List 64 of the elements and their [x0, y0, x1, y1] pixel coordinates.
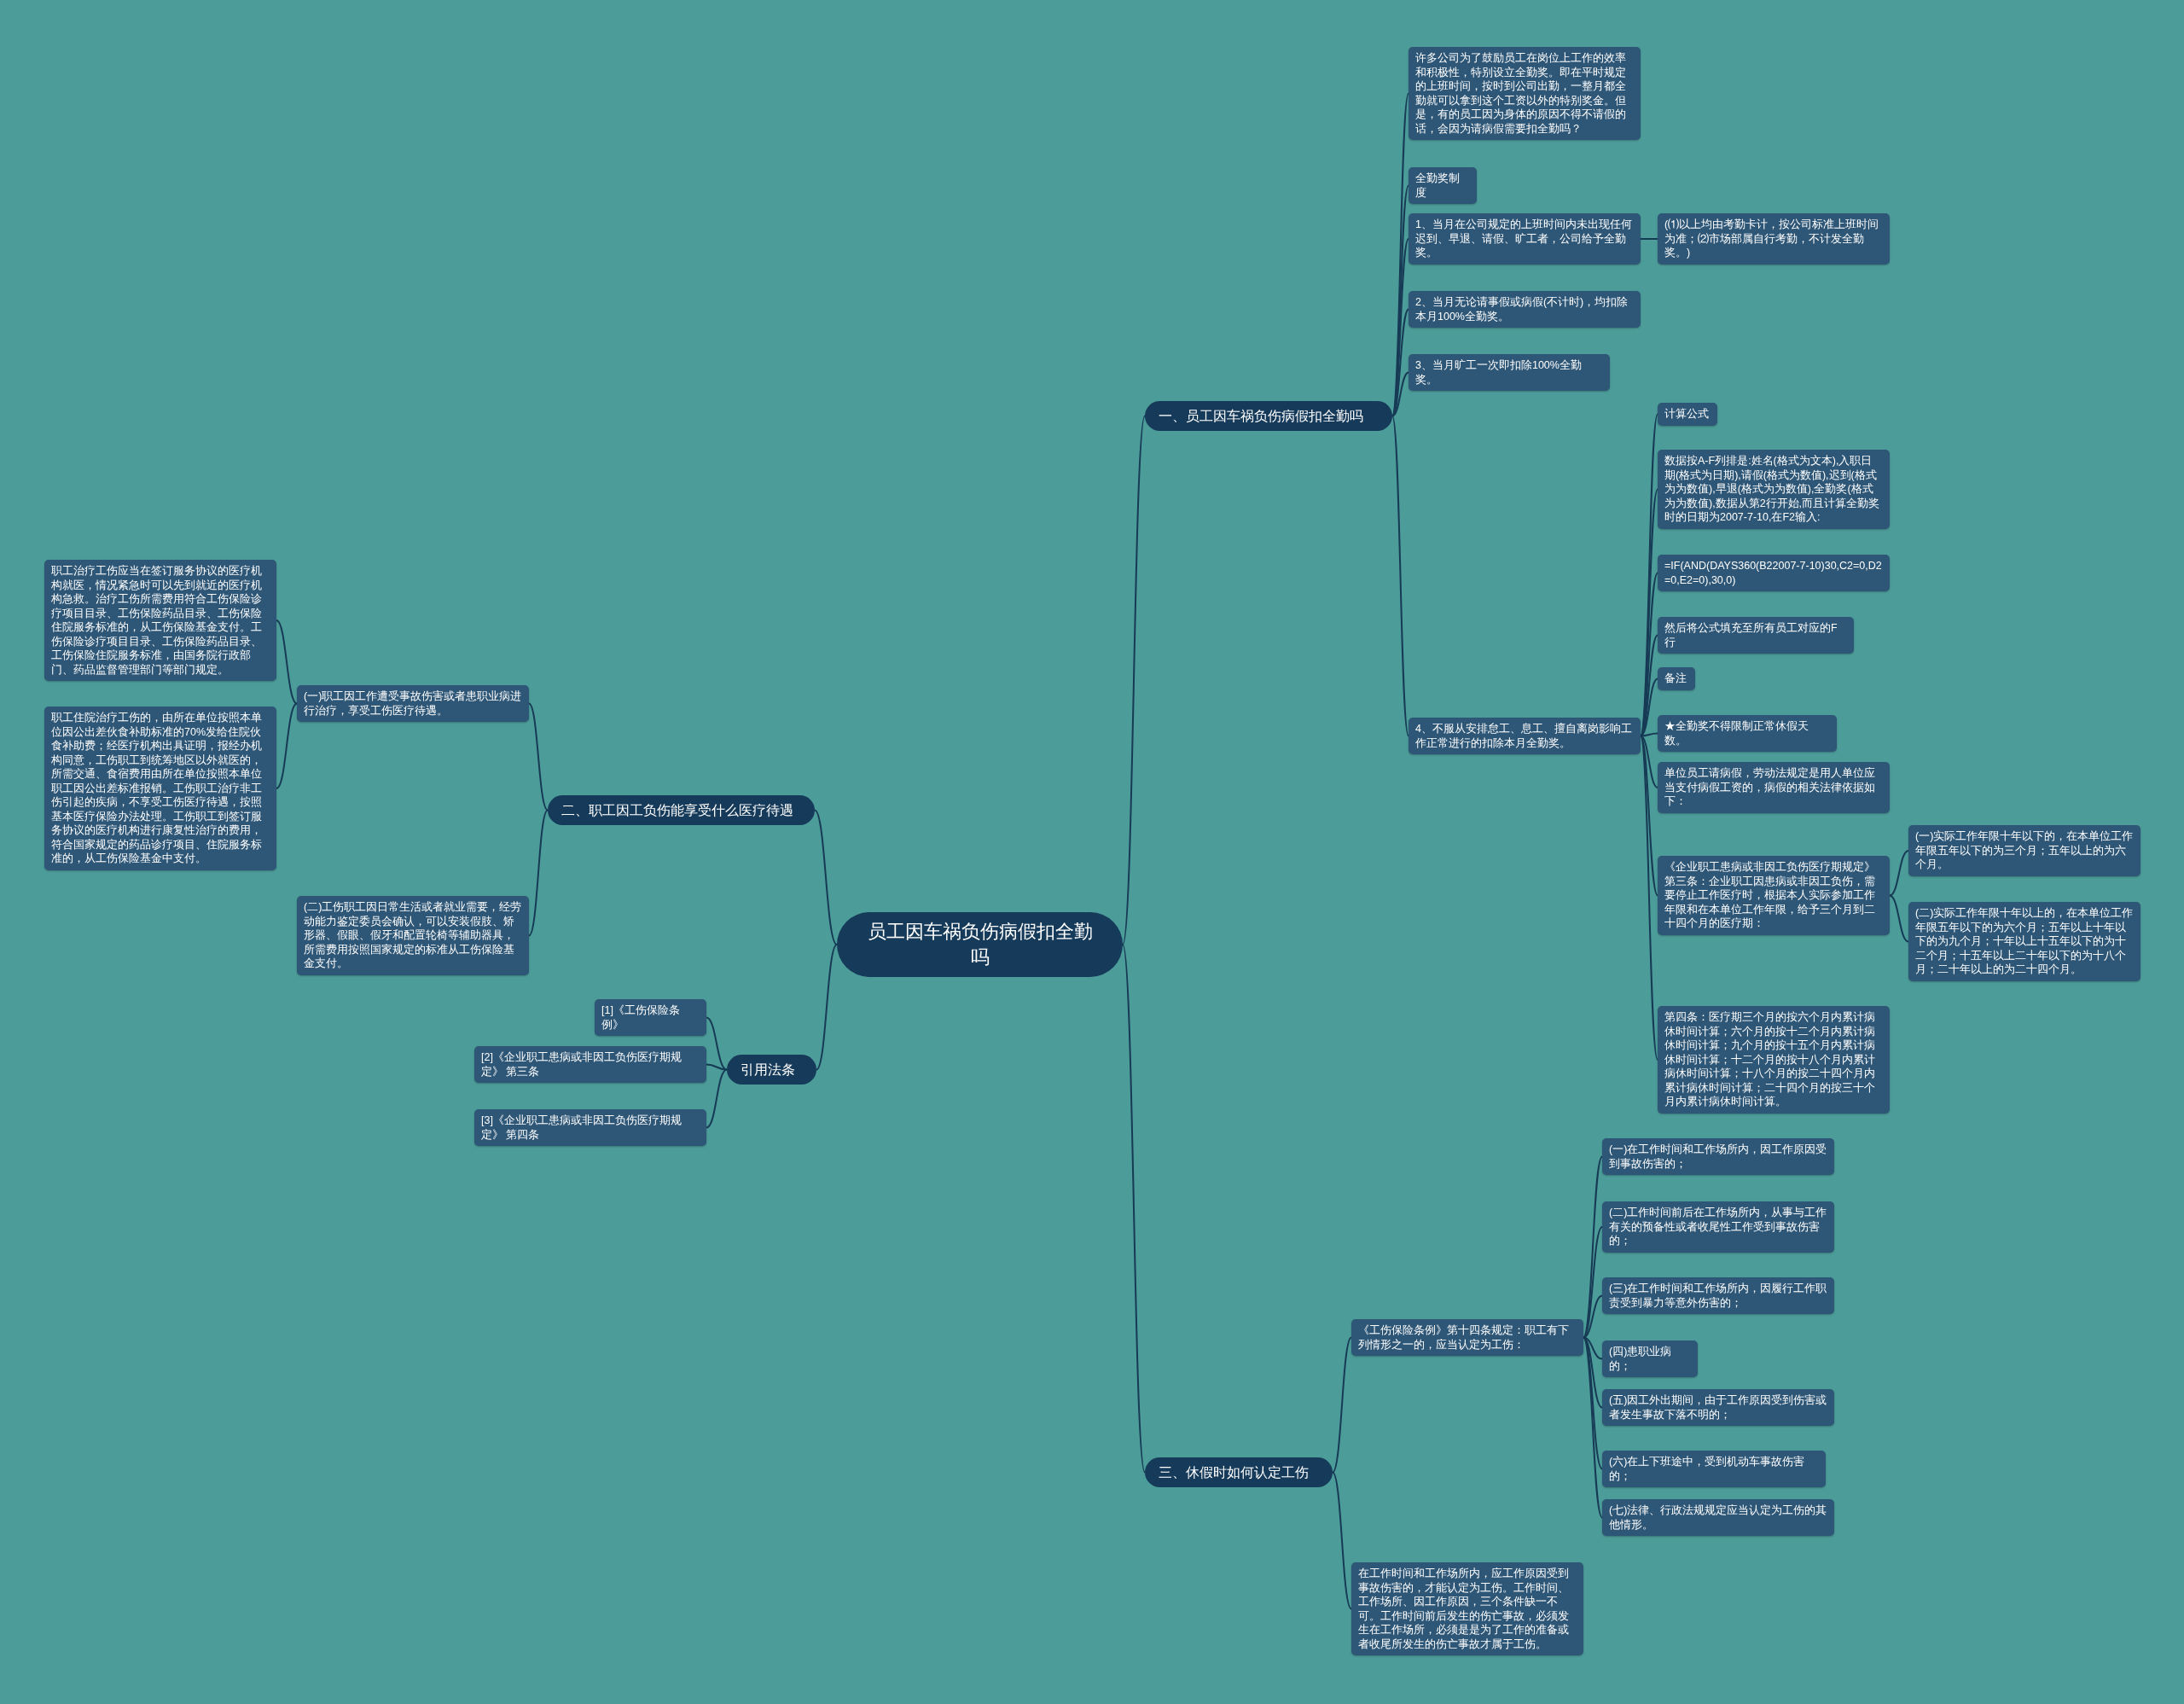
- connector-line: [1583, 1226, 1603, 1339]
- subtopic-node: 2、当月无论请事假或病假(不计时)，均扣除本月100%全勤奖。: [1409, 291, 1641, 328]
- subtopic-node: (二)实际工作年限十年以上的，在本单位工作年限五年以下的为六个月；五年以上十年以下的为九个月；十年以上十五年以下的为十二个月；十五年以上二十年以下的为十八个月；二十年以上的为二十四个月。: [1908, 902, 2140, 981]
- subtopic-node: 4、不服从安排怠工、息工、擅自离岗影响工作正常进行的扣除本月全勤奖。: [1409, 718, 1641, 754]
- subtopic-node: [2]《企业职工患病或非因工负伤医疗期规定》 第三条: [474, 1046, 706, 1083]
- connector-line: [816, 944, 838, 1071]
- connector-line: [1640, 735, 1658, 788]
- subtopic-node: 《企业职工患病或非因工负伤医疗期规定》第三条：企业职工因患病或非因工负伤，需要停止工作医疗时，根据本人实际参加工作年限和在本单位工作年限，给予三个月到二十四个月的医疗期：: [1658, 856, 1890, 935]
- subtopic-node: (五)因工外出期间，由于工作原因受到伤害或者发生事故下落不明的；: [1602, 1389, 1834, 1426]
- subtopic-node: [3]《企业职工患病或非因工负伤医疗期规定》 第四条: [474, 1109, 706, 1146]
- connector-line: [1332, 1336, 1352, 1474]
- subtopic-node: ★全勤奖不得限制正常休假天数。: [1658, 715, 1837, 752]
- subtopic-node: 然后将公式填充至所有员工对应的F行: [1658, 617, 1854, 654]
- subtopic-node: 《工伤保险条例》第十四条规定：职工有下列情形之一的，应当认定为工伤：: [1351, 1319, 1583, 1356]
- subtopic-node: (七)法律、行政法规规定应当认定为工伤的其他情形。: [1602, 1499, 1834, 1536]
- subtopic-node: 许多公司为了鼓励员工在岗位上工作的效率和积极性，特别设立全勤奖。即在平时规定的上班时间，按时到公司出勤，一整月都全勤就可以拿到这个工资以外的特别奖金。但是，有的员工因为身体的原因不得不请假的话，会因为请病假需要扣全勤吗？: [1409, 47, 1641, 140]
- subtopic-node: 职工治疗工伤应当在签订服务协议的医疗机构就医，情况紧急时可以先到就近的医疗机构急救。治疗工伤所需费用符合工伤保险诊疗项目目录、工伤保险药品目录、工伤保险住院服务标准的，从工伤保险基金支付。工伤保险诊疗项目目录、工伤保险药品目录、工伤保险住院服务标准，由国务院行政部门、药品监督管理部门等部门规定。: [44, 560, 276, 681]
- subtopic-node: 全勤奖制度: [1409, 167, 1477, 204]
- connector-line: [1122, 415, 1146, 945]
- subtopic-node: (三)在工作时间和工作场所内，因履行工作职责受到暴力等意外伤害的；: [1602, 1277, 1834, 1314]
- subtopic-node: =IF(AND(DAYS360(B22007-7-10)30,C2=0,D2=0,E2=0),30,0): [1658, 555, 1890, 591]
- subtopic-node: (一)在工作时间和工作场所内，因工作原因受到事故伤害的；: [1602, 1138, 1834, 1175]
- subtopic-node: (一)职工因工作遭受事故伤害或者患职业病进行治疗，享受工伤医疗待遇。: [297, 685, 529, 722]
- connector-line: [528, 809, 549, 937]
- connector-line: [276, 619, 298, 705]
- connector-line: [1889, 850, 1909, 897]
- subtopic-node: 第四条：医疗期三个月的按六个月内累计病休时间计算；六个月的按十二个月内累计病休时间计算；九个月的按十五个月内累计病休时间计算；十二个月的按十八个月内累计病休时间计算；十八个月的按二十四个月内累计病休时间计算；二十四个月的按三十个月内累计病休时间计算。: [1658, 1006, 1890, 1114]
- connector-line: [1640, 735, 1658, 897]
- subtopic-node: 计算公式: [1658, 403, 1717, 426]
- topic-node: 三、休假时如何认定工伤: [1145, 1457, 1333, 1487]
- connector-line: [1391, 371, 1409, 417]
- connector-line: [706, 1016, 728, 1071]
- subtopic-node: 数据按A-F列排是:姓名(格式为文本),入职日期(格式为日期),请假(格式为数值),迟到(格式为为数值),早退(格式为为数值),全勤奖(格式为为数值),数据从第2行开始,而且计算全勤奖时的日期为2007-7-10,在F2输入:: [1658, 450, 1890, 529]
- subtopic-node: [1]《工伤保险条例》: [595, 999, 706, 1036]
- subtopic-node: (⑴以上均由考勤卡计，按公司标准上班时间为准；⑵市场部属自行考勤，不计发全勤奖。): [1658, 213, 1890, 265]
- subtopic-node: 在工作时间和工作场所内，应工作原因受到事故伤害的，才能认定为工伤。工作时间、工作场所、因工作原因，三个条件缺一不可。工作时间前后发生的伤亡事故，必须发生在工作场所，必须是是为了工作的准备或者收尾所发生的伤亡事故才属于工伤。: [1351, 1562, 1583, 1655]
- subtopic-node: 单位员工请病假，劳动法规定是用人单位应当支付病假工资的，病假的相关法律依据如下：: [1658, 762, 1890, 813]
- connector-line: [706, 1068, 728, 1129]
- subtopic-node: 备注: [1658, 667, 1695, 690]
- connector-line: [1889, 894, 1909, 943]
- connector-line: [1640, 238, 1658, 240]
- subtopic-node: 1、当月在公司规定的上班时间内未出现任何迟到、早退、请假、旷工者，公司给予全勤奖。: [1409, 213, 1641, 265]
- connector-line: [706, 1063, 728, 1071]
- connector-line: [1332, 1471, 1352, 1610]
- connector-line: [814, 809, 838, 945]
- connector-line: [528, 702, 549, 811]
- connector-line: [1122, 944, 1146, 1474]
- central-topic: 员工因车祸负伤病假扣全勤吗: [837, 912, 1123, 977]
- subtopic-node: (二)工作时间前后在工作场所内，从事与工作有关的预备性或者收尾性工作受到事故伤害的；: [1602, 1201, 1834, 1253]
- subtopic-node: (二)工伤职工因日常生活或者就业需要，经劳动能力鉴定委员会确认，可以安装假肢、矫形器、假眼、假牙和配置轮椅等辅助器具，所需费用按照国家规定的标准从工伤保险基金支付。: [297, 896, 529, 975]
- subtopic-node: 3、当月旷工一次即扣除100%全勤奖。: [1409, 354, 1610, 391]
- connector-line: [1583, 1294, 1603, 1339]
- subtopic-node: (一)实际工作年限十年以下的，在本单位工作年限五年以下的为三个月；五年以上的为六个月。: [1908, 825, 2140, 876]
- subtopic-node: (四)患职业病的；: [1602, 1341, 1698, 1377]
- connector-line: [1640, 732, 1658, 737]
- subtopic-node: (六)在上下班途中，受到机动车事故伤害的；: [1602, 1451, 1826, 1487]
- connector-line: [276, 702, 298, 789]
- topic-node: 二、职工因工负伤能享受什么医疗待遇: [548, 795, 815, 825]
- topic-node: 一、员工因车祸负伤病假扣全勤吗: [1145, 401, 1392, 431]
- topic-node: 引用法条: [727, 1055, 816, 1085]
- connector-line: [1583, 1336, 1603, 1360]
- subtopic-node: 职工住院治疗工伤的，由所在单位按照本单位因公出差伙食补助标准的70%发给住院伙食补助费；经医疗机构出具证明，报经办机构同意，工伤职工到统筹地区以外就医的，所需交通、食宿费用由所在单位按照本单位职工因公出差标准报销。工伤职工治疗非工伤引起的疾病，不享受工伤医疗待遇，按照基本医疗保险办法处理。工伤职工到签订服务协议的医疗机构进行康复性治疗的费用，符合国家规定的药品诊疗项目、住院服务标准的，从工伤保险基金中支付。: [44, 707, 276, 870]
- connector-line: [1391, 415, 1409, 737]
- connector-line: [1640, 678, 1658, 737]
